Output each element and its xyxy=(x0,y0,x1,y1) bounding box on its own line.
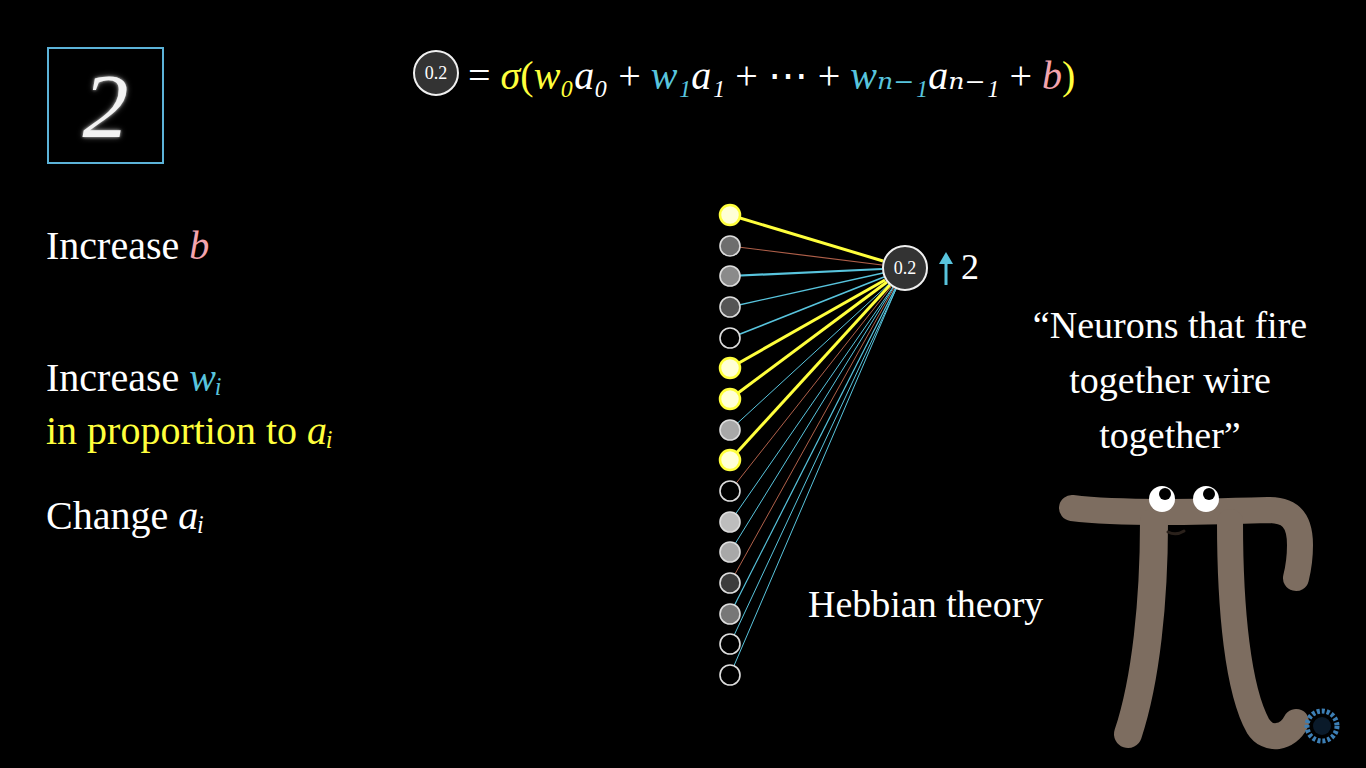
digit-glyph: 2 xyxy=(83,60,129,152)
input-neuron xyxy=(720,328,740,348)
input-neurons xyxy=(720,205,740,685)
delta-number: 2 xyxy=(961,246,979,289)
step-text: Increase b xyxy=(46,222,209,270)
text-run: Increase xyxy=(46,355,189,400)
step-note: in proportion to aᵢ xyxy=(46,407,333,455)
weight-line xyxy=(730,288,893,552)
weight-line xyxy=(730,288,894,583)
output-neuron: 0.2 xyxy=(413,50,459,96)
weight-line xyxy=(730,285,890,460)
pi-creature xyxy=(1072,486,1300,736)
arrow-head xyxy=(939,252,953,264)
input-neuron xyxy=(720,205,740,225)
input-neuron xyxy=(720,266,740,286)
input-neuron xyxy=(720,634,740,654)
logo-ring xyxy=(1307,711,1337,741)
input-neuron xyxy=(720,358,740,378)
quote-text: “Neurons that fire together wire togethe… xyxy=(1005,298,1335,463)
text-run: a₁ xyxy=(691,53,725,98)
pi-mouth xyxy=(1168,531,1184,534)
text-run: w₁ xyxy=(651,53,692,98)
weight-line xyxy=(730,289,895,614)
text-run: ) xyxy=(1062,53,1075,98)
activation-value: 0.2 xyxy=(894,259,917,277)
text-run: = xyxy=(468,53,501,98)
arrow-shaft xyxy=(945,262,948,285)
weight-line xyxy=(730,282,887,399)
input-neuron xyxy=(720,481,740,501)
formula-text: = σ(w₀a₀ + w₁a₁ + ⋯ + wₙ₋₁aₙ₋₁ + b) xyxy=(468,52,1075,100)
input-neuron xyxy=(720,236,740,256)
pi-pupil xyxy=(1159,488,1171,500)
text-run: wₙ₋₁ xyxy=(850,53,928,98)
weight-line xyxy=(730,246,882,265)
weight-line xyxy=(730,277,884,338)
input-neuron xyxy=(720,450,740,470)
text-run: + ⋯ + xyxy=(725,53,850,98)
output-neuron: 0.2 xyxy=(882,245,928,291)
text-run: ( xyxy=(520,53,533,98)
text-run: aᵢ xyxy=(307,408,333,453)
text-run: + xyxy=(608,53,651,98)
pi-bar xyxy=(1072,508,1300,578)
text-run: b xyxy=(189,223,209,268)
text-run: Change xyxy=(46,493,178,538)
text-run: aₙ₋₁ xyxy=(928,53,999,98)
pi-leg xyxy=(1230,522,1296,736)
up-arrow xyxy=(939,252,953,285)
digit-image-box: 2 xyxy=(47,47,164,164)
weight-line xyxy=(730,269,882,276)
logo-core xyxy=(1313,717,1331,735)
input-neuron xyxy=(720,604,740,624)
text-run: Increase xyxy=(46,223,189,268)
input-neuron xyxy=(720,420,740,440)
input-neuron xyxy=(720,542,740,562)
input-neuron xyxy=(720,512,740,532)
text-run: aᵢ xyxy=(178,493,204,538)
pi-eye xyxy=(1193,486,1219,512)
text-run: b xyxy=(1042,53,1062,98)
input-neuron xyxy=(720,573,740,593)
text-run: σ xyxy=(501,53,521,98)
text-run: + xyxy=(999,53,1042,98)
input-neuron xyxy=(720,389,740,409)
theory-name: Hebbian theory xyxy=(808,582,1043,628)
weight-line xyxy=(730,287,891,491)
pi-eye xyxy=(1149,486,1175,512)
pi-pupil xyxy=(1203,488,1215,500)
text-run: wᵢ xyxy=(189,355,222,400)
channel-logo xyxy=(1307,711,1337,741)
step-text: Change aᵢ xyxy=(46,492,205,540)
activation-value: 0.2 xyxy=(425,64,448,82)
weight-line xyxy=(730,215,883,261)
text-run: in proportion to xyxy=(46,408,307,453)
input-neuron xyxy=(720,665,740,685)
step-text: Increase wᵢ xyxy=(46,354,222,402)
input-neuron xyxy=(720,297,740,317)
pi-leg xyxy=(1128,522,1154,734)
text-run: w₀ xyxy=(534,53,575,98)
text-run: a₀ xyxy=(574,53,608,98)
